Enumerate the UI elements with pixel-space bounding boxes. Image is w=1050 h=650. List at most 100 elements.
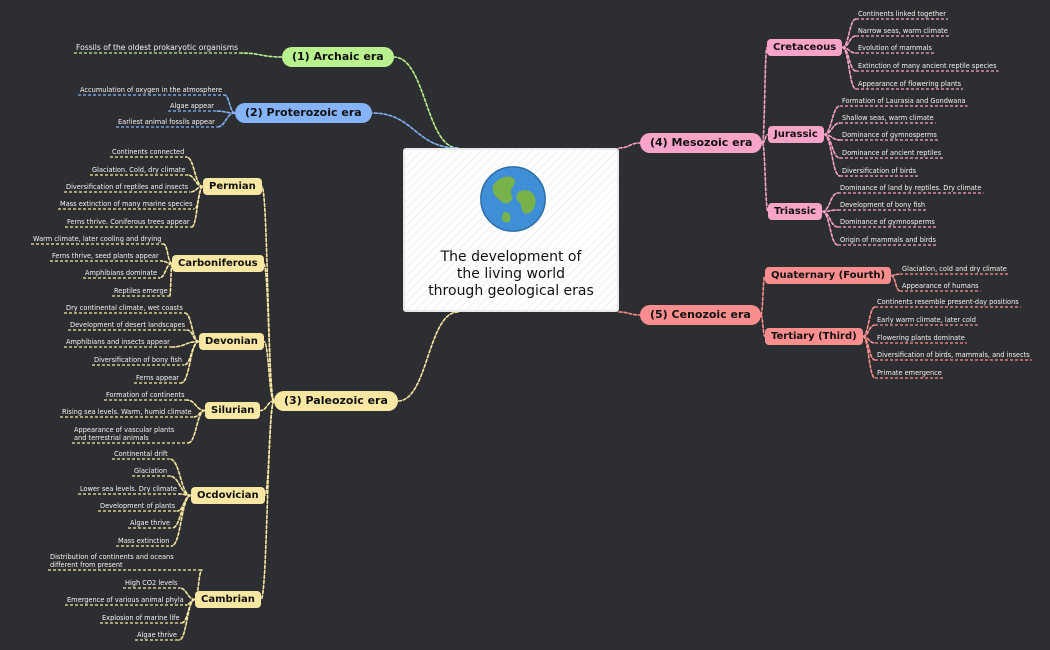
leaf-cretaceous[interactable]: Evolution of mammals [858, 44, 932, 52]
leaf-carboniferous[interactable]: Ferns thrive, seed plants appear [52, 252, 159, 260]
connector-leaf [170, 494, 192, 547]
leaf-devonian[interactable]: Diversification of bony fish [94, 356, 183, 364]
connector-leaf [821, 210, 839, 228]
connector-period [260, 400, 275, 601]
connector-paleozoic [397, 311, 459, 402]
leaf-devonian[interactable]: Development of desert landscapes [70, 321, 186, 329]
connector-leaf [821, 192, 839, 213]
leaf-silurian[interactable]: Appearance of vascular plants and terres… [74, 426, 175, 442]
leaf-carboniferous[interactable]: Amphibians dominate [85, 269, 158, 277]
leaf-quaternary[interactable]: Appearance of humans [902, 282, 979, 290]
node-period-tertiary[interactable]: Tertiary (Third) [765, 328, 863, 345]
leaf-devonian[interactable]: Amphibians and insects appear [66, 338, 170, 346]
node-period-silurian[interactable]: Silurian [205, 402, 261, 419]
leaf-jurassic[interactable]: Dominance of gymnosperms [842, 131, 937, 139]
leaf-tertiary[interactable]: Flowering plants dominate [877, 334, 965, 342]
central-title: The development of the living world thro… [405, 249, 617, 300]
leaf-triassic[interactable]: Dominance of land by reptiles. Dry clima… [840, 184, 982, 192]
leaf-quaternary[interactable]: Glaciation, cold and dry climate [902, 265, 1007, 273]
leaf-permian[interactable]: Glaciation. Cold, dry climate [92, 166, 186, 174]
connector-leaf [184, 312, 200, 343]
leaf-triassic[interactable]: Development of bony fish [840, 201, 926, 209]
connector-period [262, 262, 275, 402]
leaf-cambrian[interactable]: Algae thrive [137, 631, 177, 639]
leaf-triassic[interactable]: Origin of mammals and birds [840, 236, 936, 244]
node-period-ordovician[interactable]: Ocdovician [191, 487, 265, 504]
node-period-quaternary[interactable]: Quaternary (Fourth) [765, 267, 892, 284]
leaf-tertiary[interactable]: Early warm climate, later cold [877, 316, 976, 324]
leaf-jurassic[interactable]: Dominance of ancient reptiles [842, 149, 942, 157]
connector-period [761, 46, 768, 144]
node-proterozoic-era[interactable]: (2) Proterozoic era [235, 103, 372, 123]
leaf-ordovician[interactable]: Glaciation [134, 467, 168, 475]
leaf-cambrian[interactable]: Distribution of continents and oceans di… [50, 553, 174, 569]
central-title-line: the living world [456, 266, 566, 282]
node-period-carboniferous[interactable]: Carboniferous [172, 255, 264, 272]
connector-leaf [822, 133, 841, 177]
leaf-permian[interactable]: Mass extinction of many marine species [60, 200, 193, 208]
connector-period [263, 340, 275, 402]
node-cenozoic-era[interactable]: (5) Cenozoic era [640, 305, 761, 325]
connector-leaf [178, 598, 196, 641]
leaf-carboniferous[interactable]: Reptiles emerge [114, 287, 168, 295]
leaf-permian[interactable]: Diversification of reptiles and insects [66, 183, 189, 191]
connector-mesozoic [618, 142, 641, 149]
connector-proterozoic [370, 112, 459, 149]
leaf-carboniferous[interactable]: Warm climate, later cooling and drying [33, 235, 162, 243]
leaf-permian[interactable]: Continents connected [112, 148, 185, 156]
connector-period [259, 400, 275, 412]
connector-leaf [162, 243, 173, 265]
leaf-cretaceous[interactable]: Narrow seas, warm climate [858, 27, 948, 35]
leaf-archaic[interactable]: Fossils of the oldest prokaryotic organi… [76, 43, 239, 52]
leaf-devonian[interactable]: Dry continental climate, wet coasts [66, 304, 183, 312]
leaf-ordovician[interactable]: Lower sea levels. Dry climate [80, 485, 177, 493]
node-mesozoic-era[interactable]: (4) Mesozoic era [640, 133, 763, 153]
connector-leaf [822, 105, 841, 136]
node-archaic-era[interactable]: (1) Archaic era [282, 47, 394, 67]
node-period-cambrian[interactable]: Cambrian [195, 591, 261, 608]
leaf-proterozoic[interactable]: Algae appear [170, 102, 214, 110]
leaf-proterozoic[interactable]: Earliest animal fossils appear [118, 118, 215, 126]
connector-leaf [821, 210, 839, 246]
leaf-permian[interactable]: Ferns thrive. Coniferous trees appear [67, 218, 190, 226]
central-title-line: through geological eras [428, 283, 594, 299]
connector-leaf [861, 335, 876, 379]
leaf-ordovician[interactable]: Algae thrive [130, 519, 170, 527]
central-topic[interactable]: The development of the living world thro… [403, 148, 619, 312]
leaf-devonian[interactable]: Ferns appear [136, 374, 180, 382]
node-period-permian[interactable]: Permian [203, 178, 262, 195]
node-period-devonian[interactable]: Devonian [199, 333, 264, 350]
leaf-jurassic[interactable]: Shallow seas, warm climate [842, 114, 934, 122]
leaf-tertiary[interactable]: Diversification of birds, mammals, and i… [877, 351, 1030, 359]
connector-leaf [168, 262, 173, 297]
leaf-ordovician[interactable]: Continental drift [114, 450, 168, 458]
leaf-proterozoic[interactable]: Accumulation of oxygen in the atmosphere [80, 86, 223, 94]
leaf-jurassic[interactable]: Diversification of birds [842, 167, 917, 175]
leaf-triassic[interactable]: Dominance of gymnosperms [840, 218, 935, 226]
leaf-cambrian[interactable]: Explosion of marine life [102, 614, 180, 622]
leaf-ordovician[interactable]: Mass extinction [118, 537, 170, 545]
leaf-ordovician[interactable]: Development of plants [100, 502, 176, 510]
connector-leaf [180, 340, 200, 384]
connector-leaf [239, 52, 283, 58]
connector-period [760, 314, 766, 338]
leaf-cretaceous[interactable]: Continents linked together [858, 10, 946, 18]
node-period-triassic[interactable]: Triassic [768, 203, 823, 220]
connector-leaf [890, 274, 901, 292]
leaf-cambrian[interactable]: Emergence of various animal phyla [67, 596, 184, 604]
leaf-cretaceous[interactable]: Appearance of flowering plants [858, 80, 962, 88]
node-period-jurassic[interactable]: Jurassic [768, 126, 824, 143]
leaf-tertiary[interactable]: Continents resemble present-day position… [877, 298, 1019, 306]
connector-leaf [158, 262, 173, 279]
node-paleozoic-era[interactable]: (3) Paleozoic era [274, 391, 398, 411]
globe-icon [480, 166, 546, 232]
leaf-silurian[interactable]: Formation of continents [106, 391, 185, 399]
leaf-silurian[interactable]: Rising sea levels. Warm, humid climate [62, 408, 192, 416]
node-period-cretaceous[interactable]: Cretaceous [767, 39, 843, 56]
leaf-tertiary[interactable]: Primate emergence [877, 369, 942, 377]
connector-period [761, 142, 769, 213]
leaf-cretaceous[interactable]: Extinction of many ancient reptile speci… [858, 62, 997, 70]
leaf-cambrian[interactable]: High CO2 levels [125, 579, 178, 587]
leaf-jurassic[interactable]: Formation of Laurasia and Gondwana [842, 97, 966, 105]
